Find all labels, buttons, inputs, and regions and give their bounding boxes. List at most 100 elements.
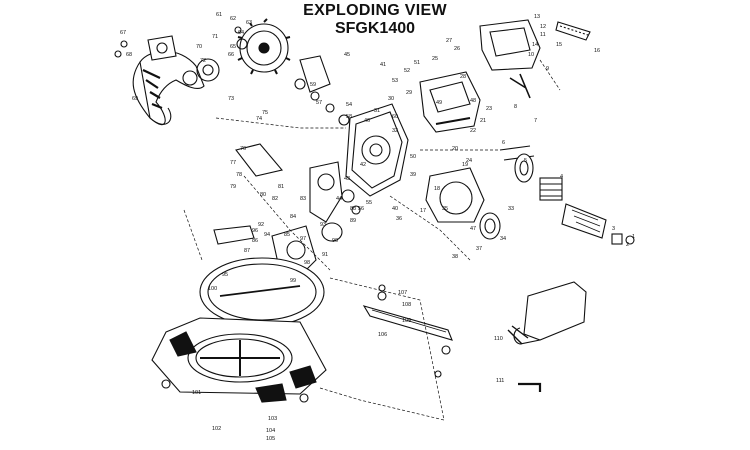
callout-9: 9 (546, 66, 549, 72)
callout-20: 20 (452, 146, 458, 152)
callout-99: 99 (290, 278, 296, 284)
callout-103: 103 (268, 416, 277, 422)
callout-60: 60 (392, 114, 398, 120)
callout-12: 12 (540, 24, 546, 30)
callout-75: 75 (262, 110, 268, 116)
callout-82: 82 (272, 196, 278, 202)
callout-32: 32 (392, 128, 398, 134)
callout-16: 16 (594, 48, 600, 54)
callout-13: 13 (534, 14, 540, 20)
callout-39: 39 (410, 172, 416, 178)
callout-88: 88 (350, 206, 356, 212)
callout-72: 72 (200, 58, 206, 64)
assembly-guide-lines (183, 59, 561, 421)
callout-21: 21 (480, 118, 486, 124)
callout-27: 27 (446, 38, 452, 44)
callout-24: 24 (466, 158, 472, 164)
callout-45: 45 (344, 52, 350, 58)
model-number: SFGK1400 (334, 20, 416, 37)
callout-18: 18 (434, 186, 440, 192)
callout-63: 63 (246, 20, 252, 26)
callout-74: 74 (256, 116, 262, 122)
callout-30: 30 (388, 96, 394, 102)
callout-87: 87 (244, 248, 250, 254)
callout-77: 77 (230, 160, 236, 166)
diagram-title: EXPLODING VIEW (303, 2, 447, 19)
callout-68: 68 (126, 52, 132, 58)
fence-support (362, 281, 587, 392)
callout-91: 91 (322, 252, 328, 258)
callout-1: 1 (632, 234, 635, 240)
callout-37: 37 (476, 246, 482, 252)
callout-36: 36 (396, 216, 402, 222)
callout-53: 53 (392, 78, 398, 84)
callout-42: 42 (360, 162, 366, 168)
callout-93: 93 (320, 222, 326, 228)
callout-8: 8 (514, 104, 517, 110)
callout-25: 25 (432, 56, 438, 62)
callout-61: 61 (216, 12, 222, 18)
callout-4: 4 (560, 174, 563, 180)
callout-22: 22 (470, 128, 476, 134)
callout-101: 101 (192, 390, 201, 396)
callout-78: 78 (236, 172, 242, 178)
callout-31: 31 (374, 108, 380, 114)
callout-5: 5 (524, 158, 527, 164)
callout-40: 40 (392, 206, 398, 212)
callout-11: 11 (540, 32, 546, 38)
callout-95: 95 (222, 272, 228, 278)
callout-57: 57 (316, 100, 322, 106)
callout-29: 29 (406, 90, 412, 96)
callout-51: 51 (414, 60, 420, 66)
callout-6: 6 (502, 140, 505, 146)
callout-94: 94 (264, 232, 270, 238)
callout-34: 34 (500, 236, 506, 242)
callout-81: 81 (278, 184, 284, 190)
callout-98: 98 (304, 260, 310, 266)
callout-84: 84 (290, 214, 296, 220)
callout-49: 49 (436, 100, 442, 106)
callout-59: 59 (310, 82, 316, 88)
callout-35: 35 (442, 206, 448, 212)
callout-89: 89 (350, 218, 356, 224)
callout-10: 10 (528, 52, 534, 58)
callout-96: 96 (252, 228, 258, 234)
callout-106: 106 (378, 332, 387, 338)
callout-14: 14 (532, 42, 538, 48)
callout-70: 70 (196, 44, 202, 50)
callout-73: 73 (228, 96, 234, 102)
callout-47: 47 (470, 226, 476, 232)
callout-105: 105 (266, 436, 275, 442)
callout-44: 44 (336, 196, 342, 202)
callout-43: 43 (344, 176, 350, 182)
motor (425, 145, 635, 245)
callout-3: 3 (612, 226, 615, 232)
callout-48: 48 (470, 98, 476, 104)
callout-50: 50 (410, 154, 416, 160)
callout-46: 46 (364, 118, 370, 124)
callout-69: 69 (132, 96, 138, 102)
callout-19: 19 (462, 162, 468, 168)
callout-79: 79 (230, 184, 236, 190)
callout-102: 102 (212, 426, 221, 432)
callout-52: 52 (404, 68, 410, 74)
callout-26: 26 (454, 46, 460, 52)
callout-71: 71 (212, 34, 218, 40)
bevel-pivot (235, 143, 361, 277)
callout-108: 108 (402, 302, 411, 308)
callout-38: 38 (452, 254, 458, 260)
callout-92: 92 (258, 222, 264, 228)
callout-41: 41 (380, 62, 386, 68)
callout-109: 109 (402, 318, 411, 324)
callout-58: 58 (346, 114, 352, 120)
motor-arm-housing (294, 55, 409, 197)
callout-111: 111 (496, 378, 504, 384)
handle-assembly (419, 19, 591, 133)
callout-54: 54 (346, 102, 352, 108)
callout-86: 86 (252, 238, 258, 244)
callout-76: 76 (240, 146, 246, 152)
callout-56: 56 (358, 206, 364, 212)
callout-67: 67 (120, 30, 126, 36)
callout-85: 85 (284, 232, 290, 238)
